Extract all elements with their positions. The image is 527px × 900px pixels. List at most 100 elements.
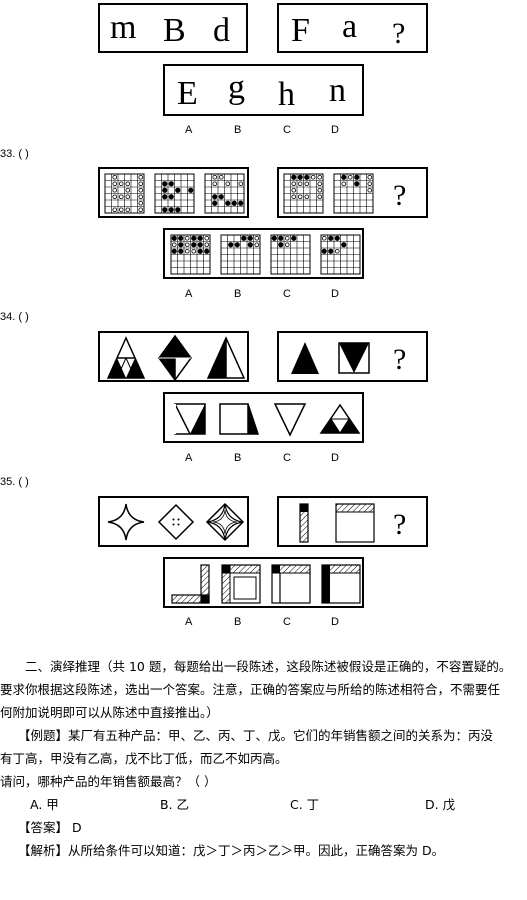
filled-dot [247,242,253,248]
hollow-circle [238,181,244,187]
filled-dot [162,181,168,187]
q32-option-c: h [278,76,295,113]
hollow-circle [112,207,118,213]
hollow-circle [112,194,118,200]
filled-dot [162,187,168,193]
q35-label-b: B [234,616,242,628]
filled-dot [191,242,197,248]
hollow-circle [171,242,177,248]
hollow-circle [138,181,144,187]
q34-option-a-figure [174,403,206,435]
filled-dot [354,174,360,180]
q35-question-mark: ? [393,508,407,541]
filled-dot [171,235,177,241]
hollow-circle [118,181,124,187]
filled-dot [297,174,303,180]
filled-dot [175,187,181,193]
q35-option-b-figure [221,564,261,604]
section-intro-line-3: 何附加说明即可以从陈述中直接推出。） [0,705,219,720]
q35-label-d: D [331,616,339,628]
filled-dot [168,207,174,213]
filled-dot [341,174,347,180]
section-intro-line-1: 二、演绎推理（共 10 题，每题给出一段陈述，这段陈述被假设是正确的，不容置疑的… [25,659,512,674]
hollow-circle [125,181,131,187]
filled-dot [204,248,210,254]
filled-dot [162,207,168,213]
filled-dot [188,187,194,193]
q33-left-box [98,167,249,218]
q32-label-d: D [331,124,339,136]
filled-dot [162,194,168,200]
hollow-circle [125,187,131,193]
choice-d: D. 戊 [425,797,456,812]
hollow-circle [184,248,190,254]
q35-figure-3 [205,502,245,542]
q34-figure-1 [106,336,146,379]
q34-label-d: D [331,452,339,464]
q35-right-box: ? [277,496,428,547]
hollow-circle [317,187,323,193]
filled-dot [191,235,197,241]
q35-option-c-figure [271,564,311,604]
hollow-circle [317,194,323,200]
hollow-circle [212,174,218,180]
filled-dot [271,235,277,241]
hollow-circle [367,174,373,180]
q32-letter-2: B [163,12,186,49]
q33-question-mark: ? [393,179,407,212]
q34-figure-4 [291,342,319,374]
filled-dot [304,174,310,180]
section-intro-line-2: 要求你根据这段陈述，选出一个答案。注意，正确的答案应与所给的陈述相符合，不需要任 [0,682,501,697]
hollow-circle [291,194,297,200]
q35-number: 35. ( ) [0,476,29,488]
q33-options-box [163,228,364,279]
example-line-2: 有丁高，甲没有乙高，戊不比丁低，而乙不如丙高。 [0,751,288,766]
q34-option-c-figure [273,403,307,437]
hollow-circle [284,242,290,248]
q33-option-d-grid [320,234,361,275]
hollow-circle [347,174,353,180]
q32-letter-5: a [342,8,358,45]
hollow-circle [218,174,224,180]
hollow-circle [212,181,218,187]
hollow-circle [317,181,323,187]
q33-grid-2 [154,173,195,214]
hollow-circle [125,207,131,213]
q33-label-b: B [234,288,242,300]
filled-dot [278,242,284,248]
hollow-circle [341,181,347,187]
q32-label-c: C [283,124,291,136]
hollow-circle [112,174,118,180]
filled-dot [197,242,203,248]
filled-dot [291,235,297,241]
filled-dot [168,194,174,200]
hollow-circle [284,235,290,241]
filled-dot [212,194,218,200]
q35-label-c: C [283,616,291,628]
hollow-circle [225,181,231,187]
q34-options-box [163,392,364,443]
hollow-circle [254,242,260,248]
q33-number: 33. ( ) [0,148,29,160]
q33-grid-3 [204,173,245,214]
q34-figure-2 [158,334,192,382]
hollow-circle [304,194,310,200]
hollow-circle [191,248,197,254]
q32-options-box: E g h n [163,64,364,116]
filled-dot [231,200,237,206]
q34-right-box: ? [277,331,428,382]
q35-options-box [163,557,364,608]
q35-label-a: A [185,616,193,628]
filled-dot [328,235,334,241]
hollow-circle [118,207,124,213]
filled-dot [278,235,284,241]
filled-dot [334,235,340,241]
choice-a: A. 甲 [30,797,59,812]
q34-label-c: C [283,452,291,464]
choice-c: C. 丁 [290,797,320,812]
q32-letter-4: F [291,12,310,49]
q33-right-box: ? [277,167,428,218]
hollow-circle [138,194,144,200]
q32-option-b: g [228,69,245,106]
hollow-circle [125,194,131,200]
